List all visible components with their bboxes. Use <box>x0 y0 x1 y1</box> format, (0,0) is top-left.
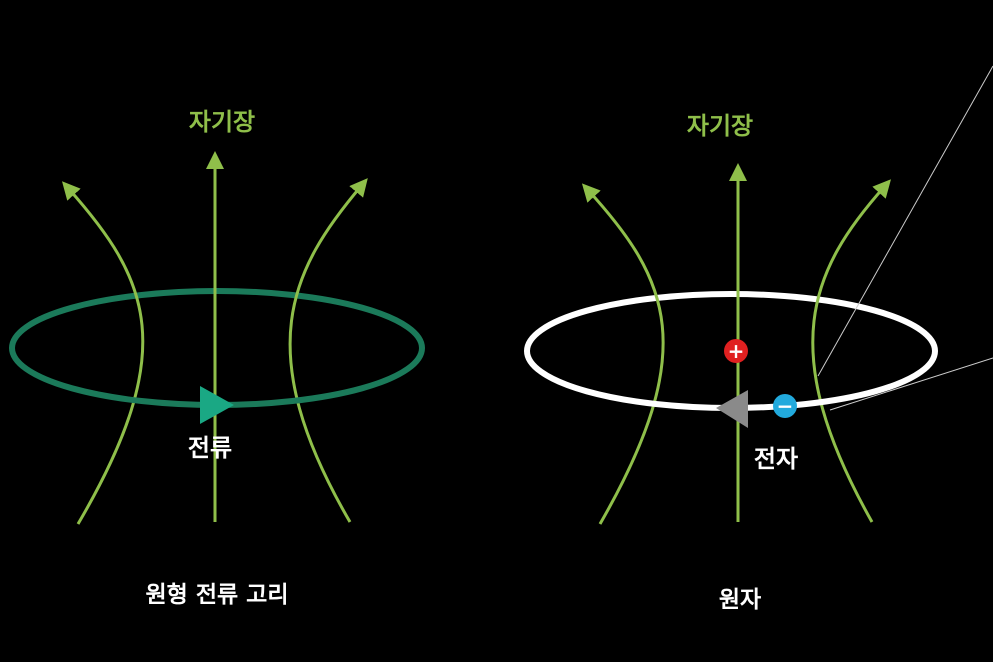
electron-label: 전자 <box>753 445 799 473</box>
current-direction-arrow <box>200 386 234 424</box>
electron-direction-arrow <box>716 390 748 428</box>
right-field-label: 자기장 <box>686 112 754 140</box>
pointer-line-upper <box>817 65 993 377</box>
electron-icon <box>773 394 797 418</box>
right-panel: + − <box>524 65 993 525</box>
atom-orbit-back <box>524 291 938 352</box>
left-field-label: 자기장 <box>188 108 256 136</box>
left-caption: 원형 전류 고리 <box>145 582 289 608</box>
field-line-right <box>288 178 368 523</box>
field-line-right <box>811 179 891 523</box>
left-panel <box>9 151 425 525</box>
proton-sign: + <box>728 339 745 363</box>
current-loop-back <box>9 288 425 349</box>
field-line-left <box>581 183 665 525</box>
right-caption: 원자 <box>718 587 762 613</box>
proton-icon <box>724 339 748 363</box>
electron-sign: − <box>777 394 794 418</box>
current-label: 전류 <box>187 434 233 462</box>
pointer-line-lower <box>829 357 993 411</box>
field-line-left <box>62 181 145 525</box>
